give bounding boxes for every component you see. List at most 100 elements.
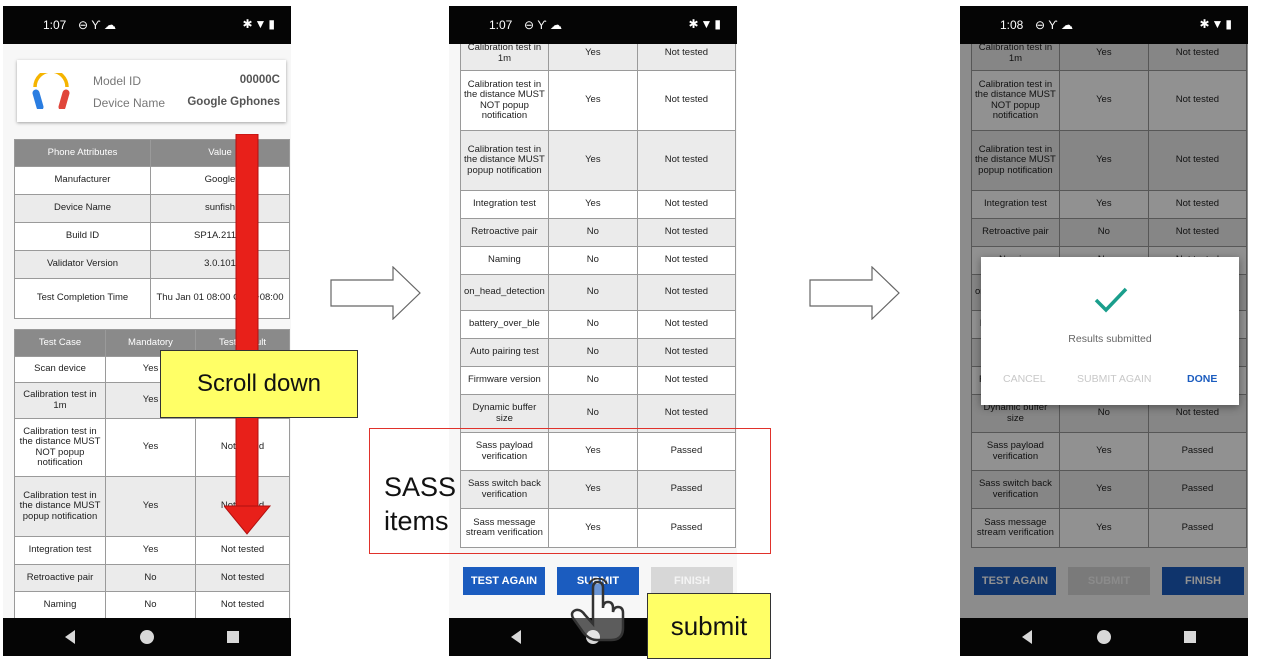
table-row: Calibration test in the distance MUST po… (460, 130, 737, 191)
back-icon[interactable] (1022, 630, 1032, 644)
table-cell: Not tested (1147, 70, 1248, 131)
table-cell: Calibration test in the distance MUST NO… (971, 70, 1060, 131)
table-cell: Yes (547, 70, 638, 131)
recents-icon[interactable] (227, 631, 239, 643)
test-again-button[interactable]: TEST AGAIN (974, 567, 1056, 595)
table-cell: No (105, 591, 196, 619)
col-header: Phone Attributes (14, 139, 151, 167)
finish-button[interactable]: FINISH (1162, 567, 1244, 595)
table-cell: Not tested (636, 394, 737, 433)
table-row: Calibration test in the distance MUST NO… (460, 70, 737, 131)
table-cell: No (547, 366, 638, 395)
table-cell: Thu Jan 01 08:00 GMT+08:00 (150, 278, 290, 319)
table-cell: Dynamic buffer size (460, 394, 549, 433)
status-icons: ⊖ Ƴ ☁ (78, 18, 116, 32)
table-cell: No (547, 218, 638, 247)
table-cell: Firmware version (460, 366, 549, 395)
table-cell: Integration test (460, 190, 549, 219)
table-cell: 3.0.101 (150, 250, 290, 279)
table-cell: Yes (105, 418, 196, 477)
table-cell: Validator Version (14, 250, 151, 279)
table-cell: Passed (1147, 508, 1248, 548)
table-row: Calibration test in the distance MUST NO… (14, 418, 290, 477)
table-cell: Not tested (636, 218, 737, 247)
flow-arrow-icon (809, 266, 900, 320)
table-cell: Yes (547, 470, 638, 509)
submit-button[interactable]: SUBMIT (1068, 567, 1150, 595)
table-row: Calibration test in the distance MUST po… (971, 130, 1248, 191)
table-cell: Not tested (636, 366, 737, 395)
flow-arrow-icon (330, 266, 421, 320)
table-cell: Device Name (14, 194, 151, 223)
status-time: 1:07 (489, 18, 513, 32)
table-cell: Calibration test in the distance MUST NO… (460, 70, 549, 131)
table-cell: Calibration test in the distance MUST po… (14, 476, 106, 537)
nav-bar (960, 618, 1248, 656)
finish-button[interactable]: FINISH (651, 567, 733, 595)
recents-icon[interactable] (1184, 631, 1196, 643)
table-cell: Integration test (14, 536, 106, 565)
table-cell: Calibration test in the distance MUST po… (971, 130, 1060, 191)
status-right-icons: ✱▼▮ (688, 17, 723, 31)
status-time: 1:07 (43, 18, 67, 32)
table-cell: SP1A.21110 (150, 222, 290, 251)
home-icon[interactable] (140, 630, 154, 644)
back-icon[interactable] (65, 630, 75, 644)
table-cell: Calibration test in the distance MUST NO… (14, 418, 106, 477)
home-icon[interactable] (1097, 630, 1111, 644)
table-cell: Not tested (636, 246, 737, 275)
table-cell: Passed (636, 508, 737, 548)
phone-screen-1: 1:07 ⊖ Ƴ ☁ ✱▼▮ Model ID 00000C Device Na… (3, 6, 291, 656)
submit-again-button[interactable]: SUBMIT AGAIN (1077, 373, 1152, 385)
status-bar: 1:07 ⊖ Ƴ ☁ ✱▼▮ (449, 6, 737, 44)
app-logo-icon (32, 73, 70, 109)
table-cell: Not tested (636, 190, 737, 219)
table-cell: No (547, 394, 638, 433)
table-cell: Yes (1058, 130, 1149, 191)
table-cell: Not tested (195, 591, 290, 619)
test-again-button[interactable]: TEST AGAIN (463, 567, 545, 595)
table-cell: Not tested (636, 338, 737, 367)
table-cell: Build ID (14, 222, 151, 251)
table-row: Calibration test in the distance MUST po… (14, 476, 290, 537)
submit-callout: submit (647, 593, 771, 659)
table-cell: Not tested (636, 130, 737, 191)
table-cell: Sass payload verification (971, 432, 1060, 471)
table-cell: Not tested (636, 70, 737, 131)
table-cell: Google (150, 166, 290, 195)
table-cell: Manufacturer (14, 166, 151, 195)
scroll-down-callout: Scroll down (160, 350, 358, 418)
table-cell: battery_over_ble (460, 310, 549, 339)
status-bar: 1:07 ⊖ Ƴ ☁ ✱▼▮ (3, 6, 291, 44)
table-cell: Retroactive pair (460, 218, 549, 247)
device-name-value: Google Gphones (187, 96, 280, 108)
table-cell: Yes (547, 190, 638, 219)
device-card: Model ID 00000C Device Name Google Gphon… (17, 60, 286, 122)
table-cell: Retroactive pair (971, 218, 1060, 247)
table-cell: Naming (14, 591, 106, 619)
done-button[interactable]: DONE (1187, 373, 1218, 385)
table-cell: on_head_detection (460, 274, 549, 311)
status-bar: 1:08 ⊖ Ƴ ☁ ✱▼▮ (960, 6, 1248, 44)
table-cell: Not tested (195, 564, 290, 592)
table-row: Calibration test in the distance MUST NO… (971, 70, 1248, 131)
nav-bar (3, 618, 291, 656)
back-icon[interactable] (511, 630, 521, 644)
table-cell: Not tested (1147, 190, 1248, 219)
cancel-button[interactable]: CANCEL (1003, 373, 1046, 385)
